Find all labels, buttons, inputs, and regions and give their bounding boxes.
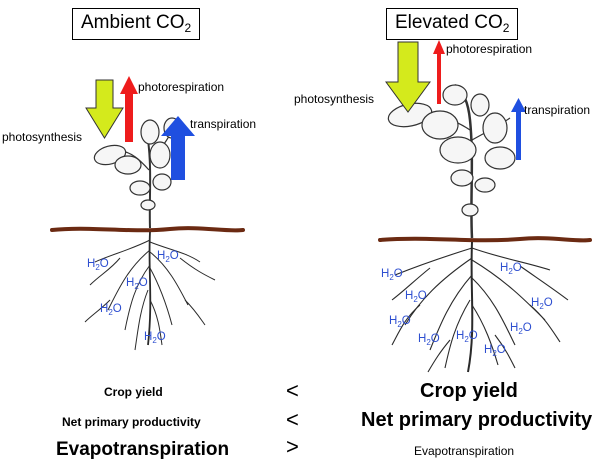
- elevated-water-label: H2O: [484, 344, 506, 358]
- elevated-title-text: Elevated CO: [395, 12, 503, 33]
- elevated-roots: [391, 241, 569, 373]
- ambient-water-label: H2O: [100, 303, 122, 317]
- elevated-evapotranspiration: Evapotranspiration: [414, 444, 515, 458]
- ambient-co2-title: Ambient CO2: [72, 8, 201, 40]
- elevated-title-subscript: 2: [502, 21, 510, 35]
- elevated-photorespiration-label: photorespiration: [446, 42, 533, 56]
- elevated-water-label: H2O: [381, 268, 403, 282]
- ambient-photorespiration-label: photorespiration: [138, 80, 225, 94]
- ambient-transpiration-arrow: [161, 116, 195, 180]
- ambient-water-label: H2O: [87, 258, 109, 272]
- comparison-symbol-evapotranspiration: >: [286, 434, 299, 459]
- ambient-net-primary-productivity: Net primary productivity: [62, 415, 201, 429]
- elevated-water-label: H2O: [389, 315, 411, 329]
- ambient-crop-yield: Crop yield: [104, 385, 163, 399]
- ambient-water-label: H2O: [144, 331, 166, 345]
- ambient-title-text: Ambient CO: [81, 12, 185, 33]
- elevated-net-primary-productivity: Net primary productivity: [361, 409, 593, 431]
- comparison-symbol-crop-yield: <: [286, 378, 299, 403]
- elevated-water-label: H2O: [531, 297, 553, 311]
- ambient-photosynthesis-arrow: [85, 79, 124, 139]
- ambient-photosynthesis-label: photosynthesis: [2, 130, 83, 144]
- ambient-water-label: H2O: [157, 250, 179, 264]
- elevated-photosynthesis-arrow: [385, 41, 431, 113]
- ambient-roots: [84, 231, 216, 351]
- elevated-water-label: H2O: [405, 290, 427, 304]
- elevated-plant-shoot: [387, 83, 516, 239]
- elevated-water-label: H2O: [456, 330, 478, 344]
- elevated-water-label: H2O: [500, 262, 522, 276]
- ambient-photorespiration-arrow: [120, 76, 138, 142]
- soil-line-ambient: [50, 226, 245, 233]
- elevated-water-label: H2O: [510, 322, 532, 336]
- elevated-transpiration-label: transpiration: [524, 103, 591, 117]
- ambient-transpiration-label: transpiration: [190, 117, 257, 131]
- elevated-transpiration-arrow: [511, 98, 526, 160]
- elevated-water-label: H2O: [418, 333, 440, 347]
- elevated-photosynthesis-label: photosynthesis: [294, 92, 375, 106]
- elevated-co2-title: Elevated CO2: [386, 8, 519, 40]
- ambient-evapotranspiration: Evapotranspiration: [56, 439, 230, 460]
- comparison-symbol-npp: <: [286, 407, 299, 432]
- elevated-photorespiration-arrow: [433, 40, 445, 104]
- ambient-water-label: H2O: [126, 277, 148, 291]
- elevated-crop-yield: Crop yield: [420, 380, 518, 402]
- ambient-title-subscript: 2: [184, 21, 192, 35]
- soil-line-elevated: [378, 236, 592, 243]
